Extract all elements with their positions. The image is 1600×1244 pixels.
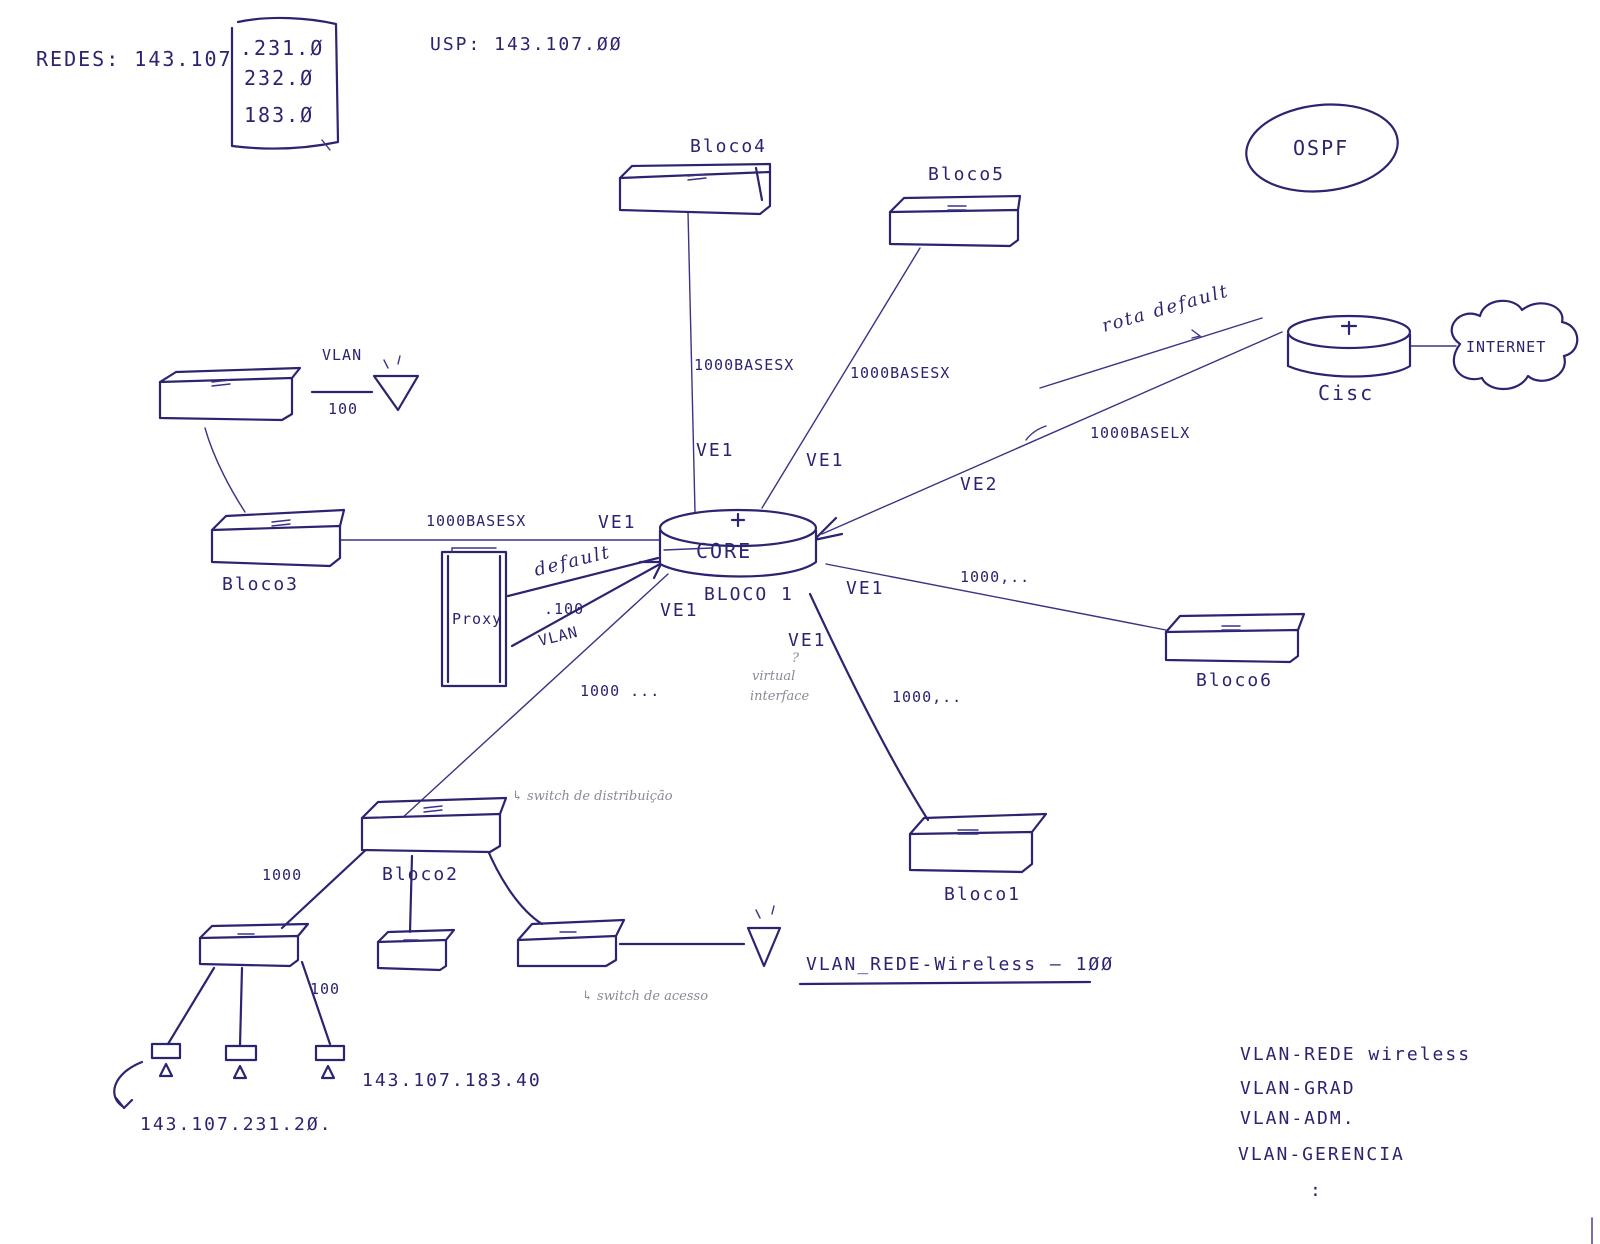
access-link-label: 100 <box>310 980 340 998</box>
vlan-list-item-3: VLAN-ADM. <box>1240 1108 1356 1129</box>
bloco4-link-ve: VE1 <box>696 440 735 461</box>
cisco-link-speed: 1000BASELX <box>1090 424 1190 442</box>
bloco2-link-ve: VE1 <box>660 600 699 621</box>
cisco-link-ve: VE2 <box>960 474 999 495</box>
host-1[interactable] <box>150 1042 182 1078</box>
bloco6-label: Bloco6 <box>1196 670 1273 691</box>
cisco-link-squiggle <box>1025 425 1047 441</box>
bloco1-switch[interactable] <box>908 812 1048 874</box>
host-ip-left-arrow <box>113 1060 144 1110</box>
redes-subnet-1: .231.Ø <box>240 36 324 60</box>
switch-top-left[interactable] <box>158 366 302 422</box>
proxy-label: Proxy <box>452 610 502 628</box>
vlan-list-item-4: VLAN-GERENCIA <box>1238 1144 1405 1165</box>
bloco1-link-speed: 1000,.. <box>892 688 962 706</box>
host-ip-right: 143.107.183.40 <box>362 1070 542 1091</box>
internet-cloud[interactable] <box>1450 299 1579 390</box>
virtual-q: ? <box>792 651 800 666</box>
rota-default-tick <box>1191 329 1202 339</box>
proxy-100-label: .100 <box>544 600 584 618</box>
host-2[interactable] <box>224 1044 258 1080</box>
subnet-bracket-box <box>230 16 340 150</box>
link-bloco2-access2 <box>408 854 414 934</box>
bloco4-link-speed: 1000BASESX <box>694 356 794 374</box>
bloco5-label: Bloco5 <box>928 164 1005 185</box>
link-access1-host1 <box>166 966 216 1046</box>
bloco4-switch[interactable] <box>618 162 772 216</box>
cisco-router[interactable] <box>1286 314 1412 378</box>
bloco5-link-ve: VE1 <box>806 450 845 471</box>
ospf-label: OSPF <box>1293 136 1349 160</box>
proxy-server[interactable] <box>440 547 508 688</box>
vlan-top-label: VLAN <box>322 346 362 364</box>
link-bloco1-core <box>808 592 930 822</box>
link-proxy-vlan <box>510 562 662 648</box>
link-access1-host2 <box>238 966 244 1048</box>
rota-default-line <box>1039 317 1263 389</box>
bloco6-link-ve: VE1 <box>846 578 885 599</box>
rota-default-label: rota default <box>1100 280 1232 336</box>
link-bloco2-access1 <box>280 844 372 930</box>
virtual-interface-2: interface <box>750 689 810 704</box>
link-bloco5-core <box>761 247 921 509</box>
proxy-vlan-label: VLAN <box>537 623 580 650</box>
link-proxy-default <box>506 556 660 598</box>
core-label-strike <box>663 547 713 551</box>
bloco3-label: Bloco3 <box>222 574 299 595</box>
usp-label: USP: 143.107.ØØ <box>430 34 623 55</box>
vlan-top-num: 100 <box>328 400 358 418</box>
switch-acesso-note: ↳ switch de acesso <box>582 989 708 1004</box>
access-switch-2[interactable] <box>376 928 456 972</box>
link-cisco-arrowhead <box>812 516 844 542</box>
ospf-ellipse <box>1245 103 1399 193</box>
access-switch-1[interactable] <box>198 922 310 968</box>
link-access1-host3 <box>300 960 332 1046</box>
bloco4-label: Bloco4 <box>690 136 767 157</box>
dist-link-label: 1000 <box>262 866 302 884</box>
link-bloco4-core <box>687 211 696 513</box>
vlan-wireless-note: VLAN_REDE-Wireless – 1ØØ <box>806 954 1114 975</box>
ap-bottom[interactable] <box>746 905 782 968</box>
link-bloco2-core <box>399 573 669 821</box>
access-switch-3[interactable] <box>516 918 626 968</box>
bloco1-label: Bloco1 <box>944 884 1021 905</box>
link-bloco2-access3 <box>484 844 544 926</box>
host-ip-left: 143.107.231.2Ø. <box>140 1114 333 1135</box>
link-cisco-core <box>821 331 1283 535</box>
bloco2-switch[interactable] <box>360 796 508 854</box>
link-bloco3-switch-top <box>204 427 246 513</box>
bloco5-link-speed: 1000BASESX <box>850 364 950 382</box>
switch-distribuicao-note: ↳ switch de distribuição <box>512 789 673 804</box>
bloco2-link-speed: 1000 ... <box>580 682 660 700</box>
core-bloco-label: BLOCO 1 <box>704 584 794 605</box>
bloco6-link-speed: 1000,.. <box>960 568 1030 586</box>
link-bloco6-core <box>825 563 1167 631</box>
virtual-interface-1: virtual <box>752 669 795 684</box>
internet-label: INTERNET <box>1466 338 1546 356</box>
subnet-bracket-tick <box>321 139 331 151</box>
core-label: CORE <box>696 539 752 563</box>
cisco-label: Cisc <box>1318 381 1374 405</box>
bloco3-link-ve: VE1 <box>598 512 637 533</box>
redes-label: REDES: 143.107 <box>36 47 233 71</box>
ap-top[interactable] <box>372 355 420 412</box>
bloco1-link-ve: VE1 <box>788 630 827 651</box>
bloco3-link-speed: 1000BASESX <box>426 512 526 530</box>
vlan-list-item-1: VLAN-REDE wireless <box>1240 1044 1471 1065</box>
vlan-wireless-underline <box>798 980 1092 986</box>
bloco5-switch[interactable] <box>888 194 1022 248</box>
bloco2-label: Bloco2 <box>382 864 459 885</box>
bloco3-switch[interactable] <box>210 508 346 568</box>
redes-subnet-2: 232.Ø <box>244 66 314 90</box>
vlan-list-item-2: VLAN-GRAD <box>1240 1078 1356 1099</box>
proxy-default-label: default <box>532 542 613 581</box>
vlan-list-item-5: : <box>1310 1180 1323 1201</box>
core-router[interactable] <box>658 508 818 578</box>
bloco6-switch[interactable] <box>1164 612 1306 664</box>
host-3[interactable] <box>314 1044 346 1080</box>
redes-subnet-3: 183.Ø <box>244 103 314 127</box>
